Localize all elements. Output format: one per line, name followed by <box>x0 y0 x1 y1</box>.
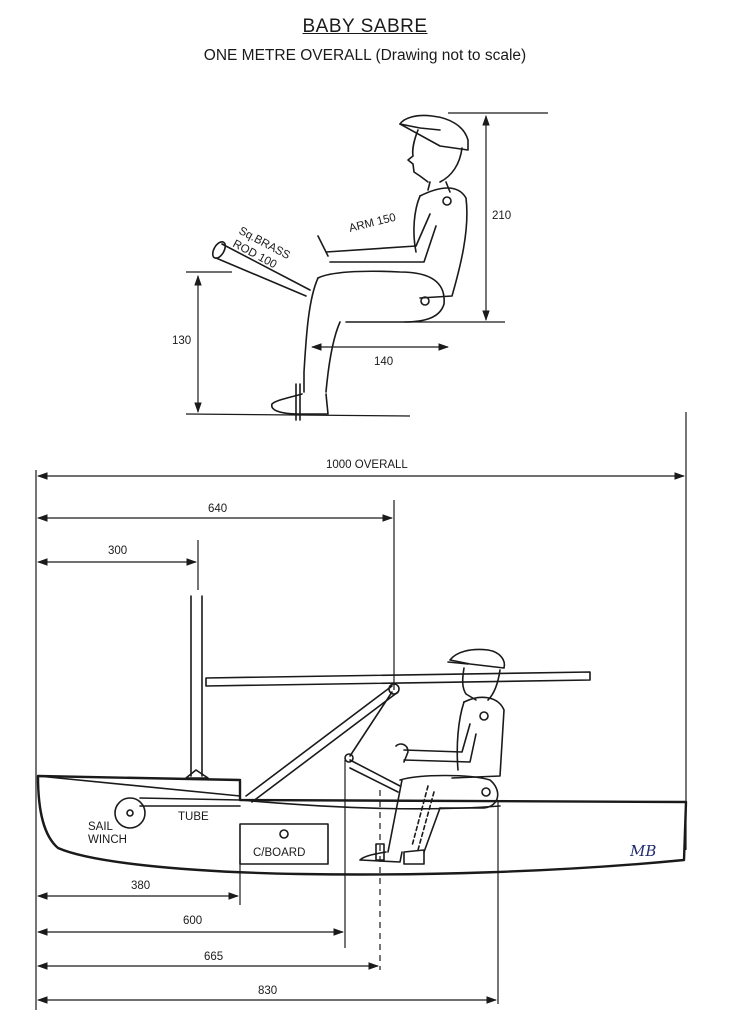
centreboard-pivot-icon <box>279 829 289 839</box>
seat-label: 140 <box>374 356 393 368</box>
dim-640-label: 640 <box>208 503 227 515</box>
height-label: 210 <box>492 210 511 222</box>
cap-icon <box>399 114 469 151</box>
signature: MB <box>629 842 656 860</box>
shoulder-joint-icon <box>442 196 452 206</box>
dim-380-label: 380 <box>131 880 150 892</box>
hip-joint-icon <box>420 296 430 306</box>
hull-outline <box>36 774 688 876</box>
drawing-title: BABY SABRE <box>302 16 428 37</box>
arm-label: ARM 150 <box>348 212 397 235</box>
tiller-arm <box>349 759 401 793</box>
knee-label: 130 <box>172 335 191 347</box>
sail-winch-icon <box>114 797 146 829</box>
sheet-line <box>245 685 399 803</box>
dim-830-label: 830 <box>258 985 277 997</box>
sail-winch-label-line1: SAIL <box>88 821 114 833</box>
dim-665-label: 665 <box>204 951 223 963</box>
boat-skipper-torso <box>451 696 505 779</box>
arm-outline <box>325 213 437 263</box>
skipper-in-boat <box>359 648 506 865</box>
boom <box>205 671 591 687</box>
dim-600-label: 600 <box>183 915 202 927</box>
head-profile <box>407 129 429 183</box>
torso-outline <box>419 187 468 299</box>
overall-label: 1000 OVERALL <box>326 459 408 471</box>
tube <box>139 797 241 807</box>
dim-300-label: 300 <box>108 545 127 557</box>
centreboard-case <box>239 823 329 865</box>
thigh-outline <box>317 270 445 323</box>
tube-label: TUBE <box>178 811 209 823</box>
skipper-figure-detail: 210 130 140 ARM 150 Sq.BRASS ROD 100 <box>172 112 548 421</box>
drawing-subtitle: ONE METRE OVERALL (Drawing not to scale) <box>203 47 527 64</box>
centreboard-label: C/BOARD <box>253 847 305 859</box>
boat-skipper-cap-icon <box>449 648 506 669</box>
boat-side-view: 1000 OVERALL 640 300 380 600 665 830 <box>35 412 688 1010</box>
mast <box>190 595 203 777</box>
brass-rod <box>215 243 311 297</box>
foot-outline <box>271 393 329 415</box>
sail-winch-label-line2: WINCH <box>88 834 127 846</box>
